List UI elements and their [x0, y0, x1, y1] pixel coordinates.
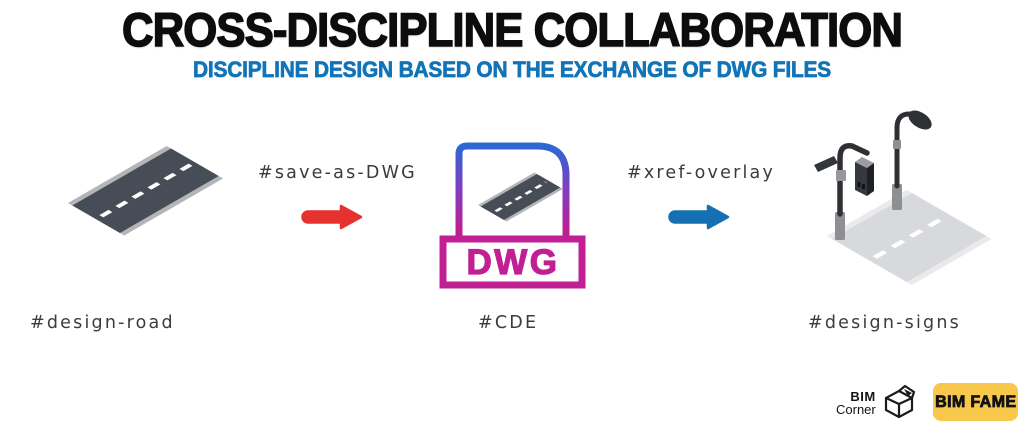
faded-road-icon: [827, 190, 992, 285]
bim-corner-line2: Corner: [836, 402, 876, 417]
cde-label: #CDE: [478, 313, 539, 333]
bim-fame-badge: BIM FAME: [933, 383, 1018, 421]
xref-overlay-label: #xref-overlay: [627, 163, 776, 183]
bim-corner-wordmark: BIM Corner: [836, 388, 876, 417]
mini-road-icon: [478, 172, 563, 222]
page-title: CROSS-DISCIPLINE COLLABORATION: [121, 3, 903, 56]
design-signs-label: #design-signs: [808, 313, 961, 333]
signs-illustration-icon: [814, 110, 992, 285]
road-illustration-icon: [68, 146, 224, 236]
bim-corner-logo: BIM Corner: [836, 383, 919, 423]
traffic-sign-pole-icon: [814, 143, 874, 240]
red-right-arrow-icon: [301, 204, 363, 230]
bim-corner-line1: BIM: [850, 388, 876, 404]
save-as-dwg-label: #save-as-DWG: [258, 163, 417, 183]
open-box-icon: [884, 384, 915, 419]
dwg-format-text: DWG: [466, 243, 559, 282]
design-road-label: #design-road: [30, 313, 175, 333]
blue-right-arrow-icon: [668, 204, 730, 230]
street-lamp-icon: [892, 110, 932, 210]
bim-fame-label: BIM FAME: [934, 392, 1017, 412]
page-subtitle: DISCIPLINE DESIGN BASED ON THE EXCHANGE …: [192, 57, 832, 83]
dwg-file-icon: DWG: [439, 142, 586, 289]
